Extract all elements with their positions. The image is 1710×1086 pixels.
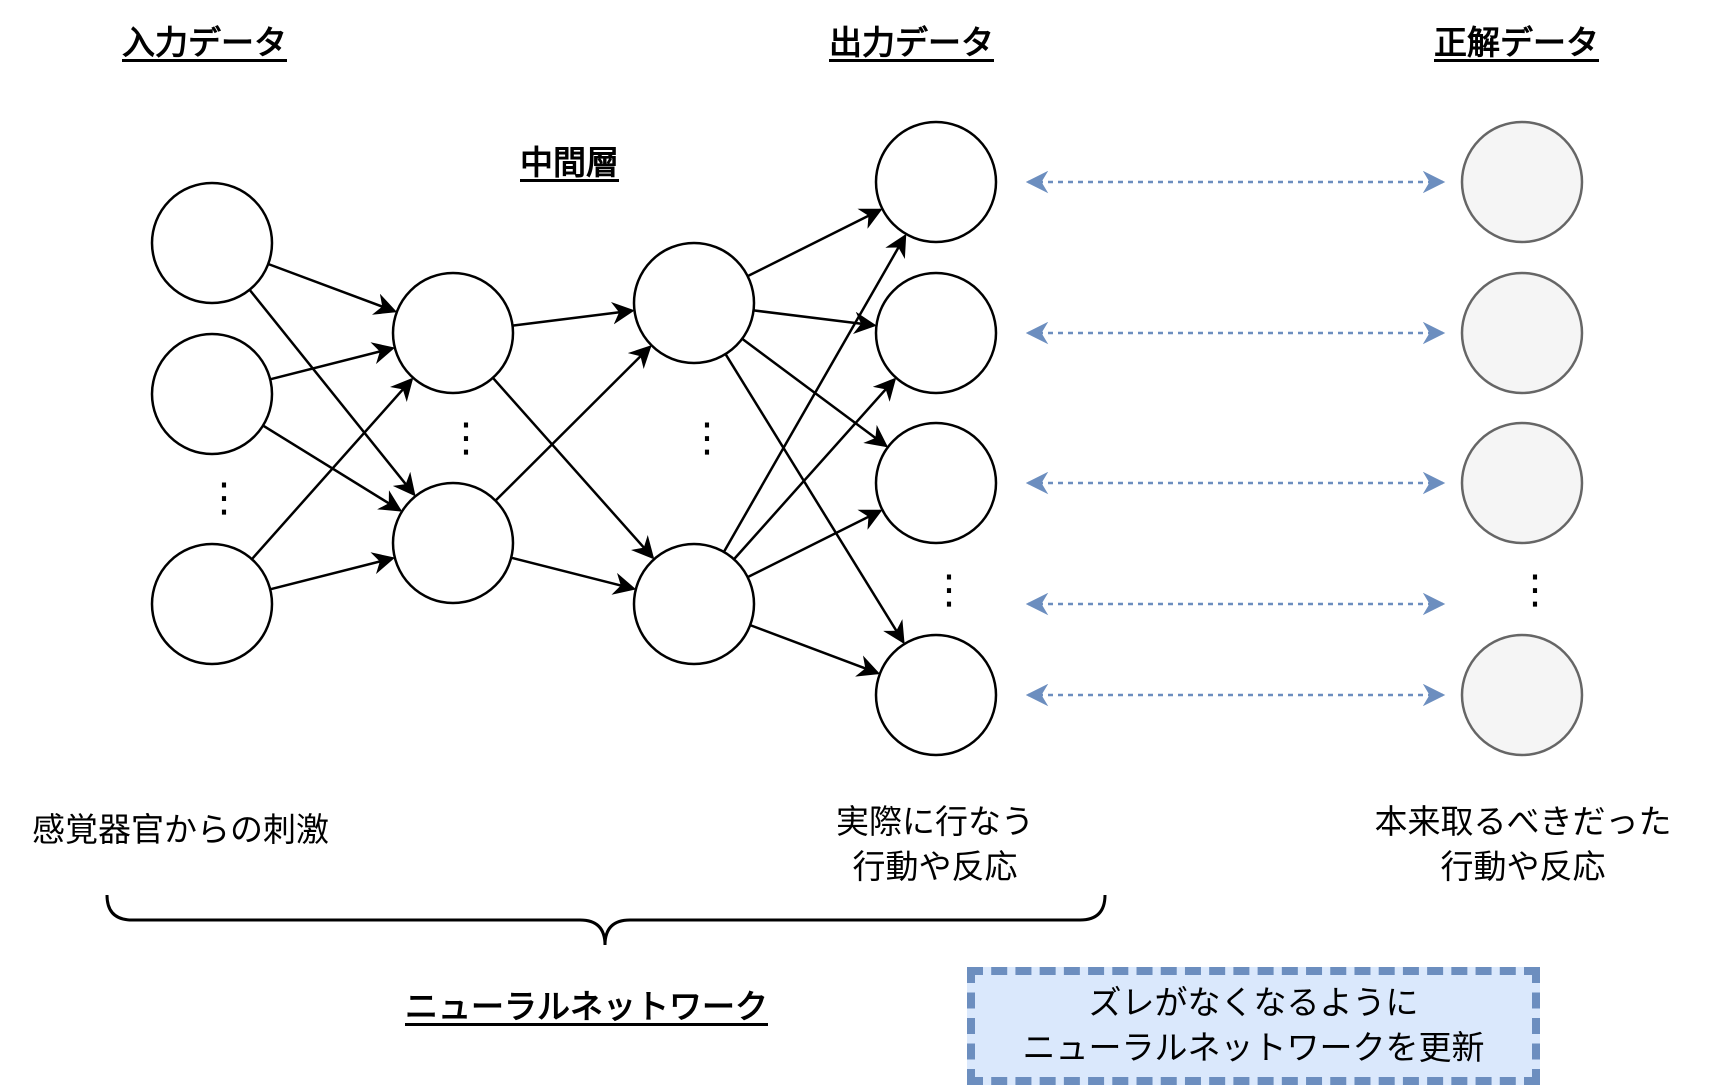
- target-node-4: [1460, 633, 1584, 757]
- hidden2-node-2: [632, 542, 756, 666]
- hidden1-node-2: [391, 481, 515, 605]
- connection-arrow-hidden2-1-to-output-1: [733, 377, 897, 561]
- input-node-1: [150, 181, 274, 305]
- network-brace: [105, 894, 1107, 946]
- connection-arrow-input-2-to-hidden1-0: [250, 377, 414, 560]
- output-node-2: [874, 271, 998, 395]
- input-description: 感覚器官からの刺激: [32, 810, 329, 849]
- output-node-4: [874, 633, 998, 757]
- output-description: 実際に行なう 行動や反応: [836, 800, 1034, 889]
- target-description-line-1: 本来取るべきだった: [1374, 802, 1672, 841]
- update-note-line-2: ニューラルネットワークを更新: [1022, 1028, 1485, 1067]
- neural-network-label: ニューラルネットワーク: [405, 987, 768, 1026]
- target-description: 本来取るべきだった 行動や反応: [1375, 800, 1672, 889]
- output-ellipsis: ⋮: [929, 567, 969, 613]
- output-description-line-1: 実際に行なう: [836, 802, 1034, 841]
- target-node-2: [1460, 271, 1584, 395]
- connection-arrow-hidden2-1-to-output-3: [749, 623, 881, 677]
- connection-arrow-hidden1-0-to-hidden2-1: [491, 377, 655, 560]
- connection-arrow-hidden1-0-to-hidden2-0: [512, 301, 635, 327]
- connection-arrow-hidden1-1-to-hidden2-0: [494, 345, 652, 502]
- connection-arrow-hidden2-1-to-output-0: [722, 233, 907, 553]
- input-ellipsis: ⋮: [204, 475, 244, 521]
- connection-arrow-hidden2-0-to-output-0: [747, 208, 883, 278]
- update-note-box: ズレがなくなるように ニューラルネットワークを更新: [967, 967, 1540, 1085]
- connection-arrow-input-0-to-hidden1-0: [267, 262, 398, 315]
- connections-layer: [248, 208, 907, 677]
- connection-arrow-input-2-to-hidden1-1: [269, 552, 396, 591]
- output-data-heading: 出力データ: [829, 23, 994, 62]
- connection-arrow-hidden1-1-to-hidden2-1: [510, 556, 637, 595]
- nodes-layer: [150, 120, 1584, 757]
- hidden1-node-1: [391, 271, 515, 395]
- target-description-line-2: 行動や反応: [1440, 846, 1606, 886]
- hidden2-ellipsis: ⋮: [687, 415, 727, 461]
- hidden1-ellipsis: ⋮: [446, 415, 486, 461]
- output-description-line-2: 行動や反応: [852, 846, 1018, 886]
- target-data-heading: 正解データ: [1434, 23, 1599, 62]
- input-node-3: [150, 542, 274, 666]
- comparison-arrows-layer: [1025, 170, 1446, 707]
- target-node-3: [1460, 421, 1584, 545]
- output-node-1: [874, 120, 998, 244]
- input-data-heading: 入力データ: [122, 23, 287, 62]
- target-node-1: [1460, 120, 1584, 244]
- output-node-3: [874, 421, 998, 545]
- input-node-2: [150, 332, 274, 456]
- update-note-line-1: ズレがなくなるように: [1088, 983, 1419, 1023]
- connection-arrow-input-1-to-hidden1-0: [269, 342, 396, 381]
- connection-arrow-input-0-to-hidden1-1: [248, 288, 416, 497]
- hidden2-node-1: [632, 241, 756, 365]
- target-ellipsis: ⋮: [1515, 567, 1555, 613]
- connection-arrow-hidden2-0-to-output-3: [724, 353, 905, 645]
- hidden-layer-heading: 中間層: [520, 143, 619, 182]
- connection-arrow-hidden2-1-to-output-2: [747, 509, 883, 579]
